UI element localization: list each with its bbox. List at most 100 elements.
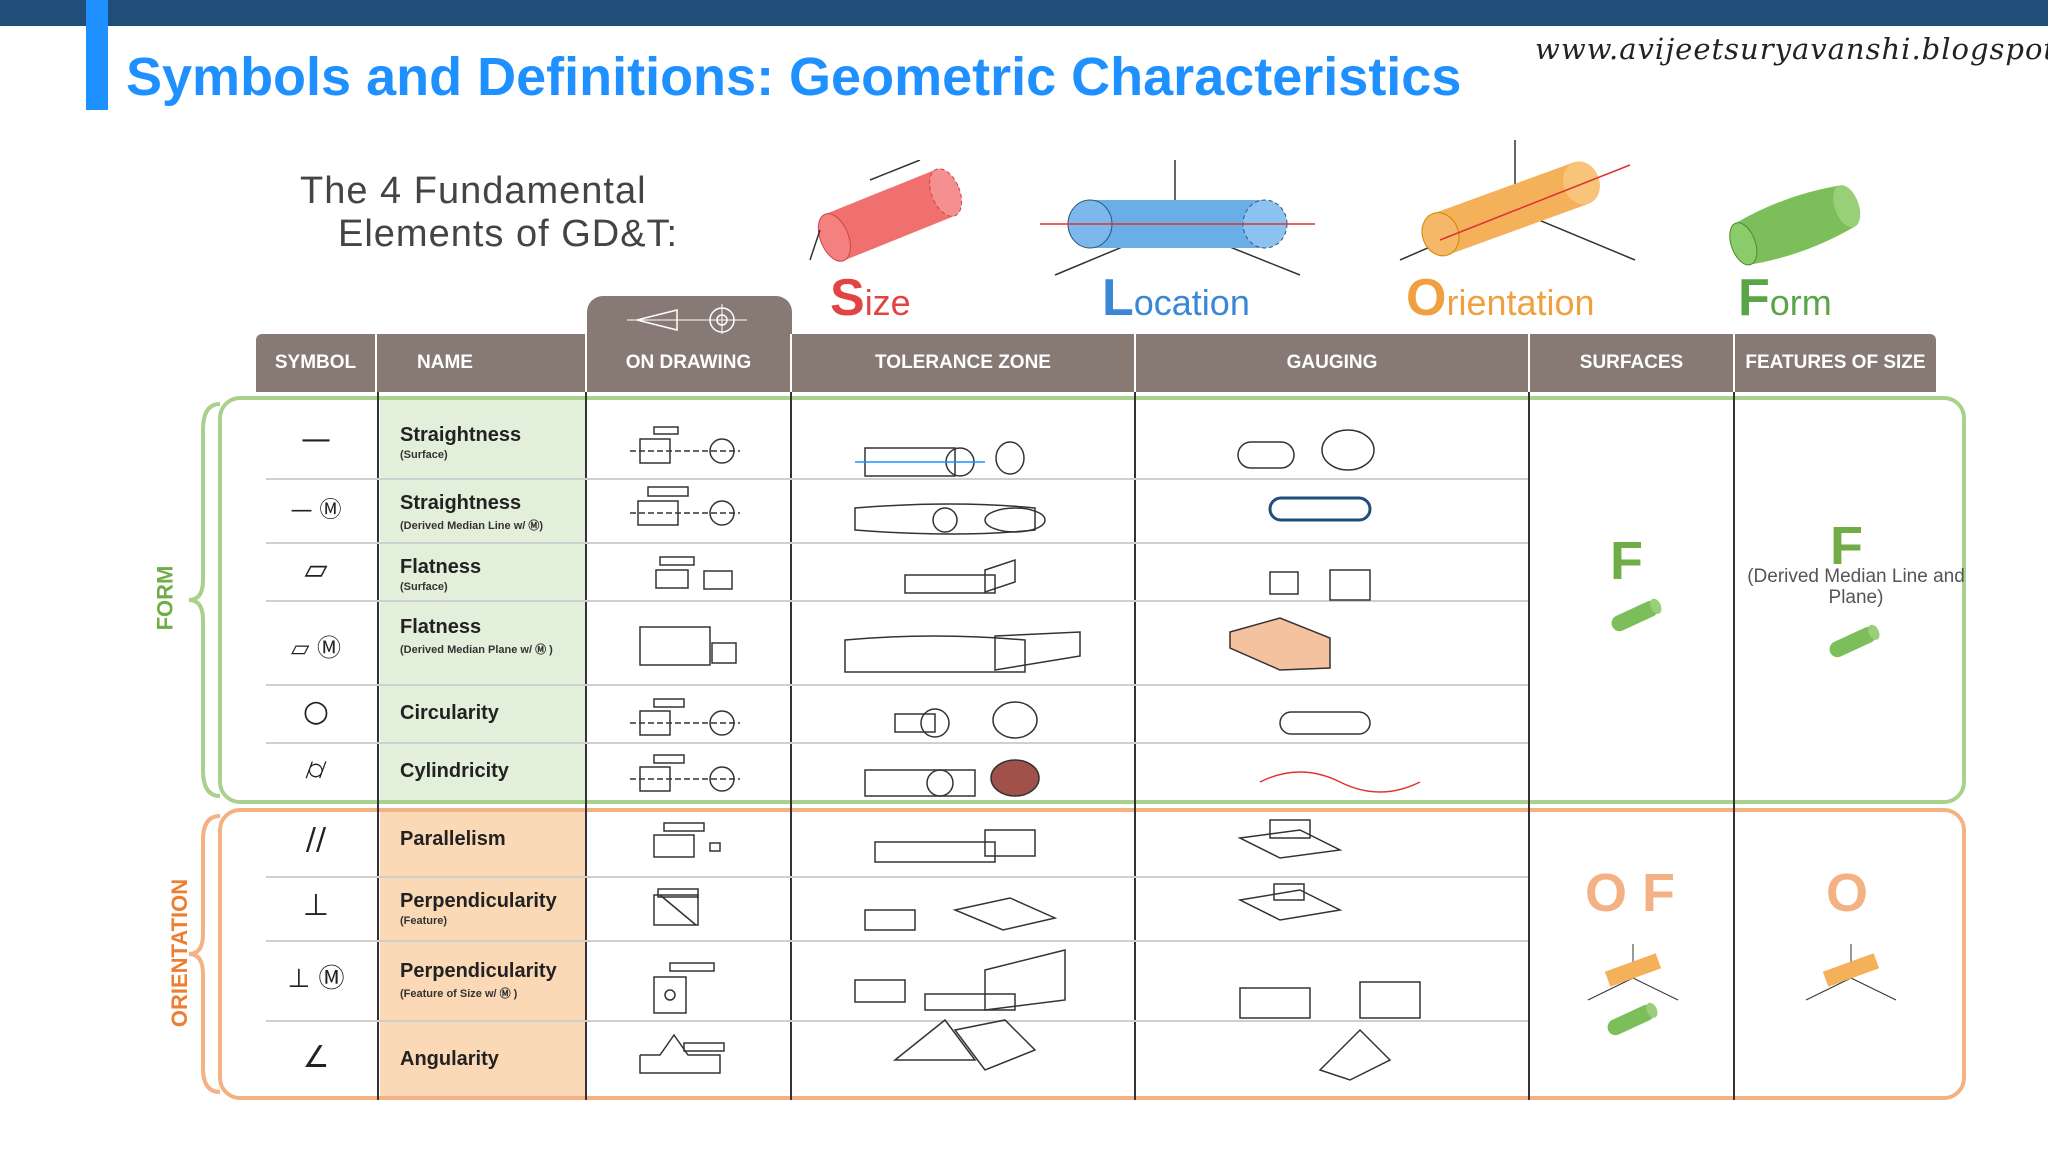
element-orientation-label: Orientation: [1406, 268, 1595, 328]
element-form-rest: orm: [1769, 282, 1832, 323]
fundamentals-line-1: The 4 Fundamental: [300, 170, 647, 212]
gauging-illustrations: [1229, 429, 1421, 1081]
form-surfaces-cylinder-icon: [1611, 598, 1662, 632]
row-7-name-text: Parallelism: [400, 828, 506, 850]
orientation-brace-icon: [188, 814, 221, 1094]
fundamentals-line-2: Elements of GD&T:: [338, 213, 679, 255]
row-divider: [266, 600, 1528, 602]
form-cylinder-illustration: [1729, 185, 1861, 266]
divider-name-drawing: [585, 392, 587, 1100]
orientation-features-axis-icon: [1805, 944, 1897, 1001]
row-7-symbol: //: [305, 822, 327, 857]
col-features-of-size: FEATURES OF SIZE: [1745, 352, 1926, 373]
element-form-initial: F: [1738, 269, 1770, 327]
row-6-symbol: ⌭: [305, 752, 327, 787]
blog-url: www.avijeetsuryavanshi.blogspot.com: [1535, 32, 2048, 66]
divider-gauging-surfaces: [1528, 392, 1530, 1100]
row-9-name-text: Perpendicularity: [400, 960, 557, 982]
form-surfaces-mark: F: [1610, 531, 1643, 591]
col-name: NAME: [377, 334, 587, 392]
row-8-name-text: Perpendicularity: [400, 890, 557, 912]
orientation-name-background: [380, 812, 585, 1096]
row-2-name-text: Straightness: [400, 492, 522, 514]
row-5-name: Circularity: [400, 702, 585, 727]
row-8-symbol: ⊥: [302, 888, 330, 923]
element-size-initial: S: [830, 269, 865, 327]
size-cylinder-illustration: [809, 160, 963, 262]
element-location-rest: ocation: [1133, 282, 1250, 323]
row-divider: [266, 742, 1528, 744]
divider-surfaces-features: [1733, 392, 1735, 1100]
row-4-name-text: Flatness: [400, 616, 482, 638]
fundamentals-heading: The 4 Fundamental Elements of GD&T:: [300, 170, 678, 256]
orientation-cylinder-illustration: [1399, 140, 1636, 261]
row-1-symbol: —: [301, 422, 331, 457]
orientation-section-border: [218, 808, 1966, 1100]
row-1-name-text: Straightness: [400, 424, 522, 446]
row-divider: [266, 876, 1528, 878]
row-1-name: Straightness (Surface): [400, 424, 585, 461]
divider-symbol-name: [377, 392, 379, 1100]
element-form-label: Form: [1738, 268, 1832, 328]
row-3-symbol: ▱: [304, 552, 328, 587]
col-surfaces: SURFACES: [1530, 334, 1735, 392]
row-9-sub-text: (Feature of Size w/ Ⓜ ): [400, 988, 518, 1000]
divider-tolerance-gauging: [1134, 392, 1136, 1100]
element-size-label: Size: [830, 268, 911, 328]
orientation-features-mark: O: [1826, 863, 1869, 923]
row-divider: [266, 684, 1528, 686]
row-8-sub-text: (Feature): [400, 915, 448, 927]
title-accent-bar: [86, 0, 108, 110]
row-5-name-text: Circularity: [400, 702, 499, 724]
row-10-name: Angularity: [400, 1048, 585, 1073]
row-10-name-text: Angularity: [400, 1048, 499, 1070]
top-bar: [0, 0, 2048, 26]
row-8-name: Perpendicularity (Feature): [400, 890, 585, 927]
row-2-symbol: — Ⓜ: [290, 498, 342, 523]
row-6-name-text: Cylindricity: [400, 760, 509, 782]
col-symbol: SYMBOL: [256, 334, 377, 392]
row-5-symbol: ○: [302, 694, 330, 729]
row-divider: [266, 542, 1528, 544]
row-divider: [266, 478, 1528, 480]
row-3-sub-text: (Surface): [400, 581, 448, 593]
row-3-name: Flatness (Surface): [400, 556, 585, 593]
category-form-label: FORM: [152, 565, 178, 631]
col-tolerance-zone: TOLERANCE ZONE: [792, 334, 1136, 392]
divider-drawing-tolerance: [790, 392, 792, 1100]
form-features-cylinder-icon: [1829, 624, 1880, 658]
orientation-surfaces-axis-icon: [1587, 944, 1679, 1001]
row-4-sub-text: (Derived Median Plane w/ Ⓜ ): [400, 644, 553, 656]
row-7-name: Parallelism: [400, 828, 585, 853]
element-location-initial: L: [1102, 269, 1134, 327]
row-divider: [266, 940, 1528, 942]
col-gauging: GAUGING: [1136, 334, 1530, 392]
tolerance-zone-illustrations: [844, 441, 1081, 1071]
row-1-sub-text: (Surface): [400, 449, 448, 461]
row-6-name: Cylindricity: [400, 760, 585, 785]
table-header: SYMBOL NAME ON DRAWING TOLERANCE ZONE GA…: [256, 334, 1936, 392]
on-drawing-illustrations: [630, 426, 740, 1074]
row-2-name: Straightness (Derived Median Line w/ Ⓜ): [400, 492, 585, 533]
row-divider: [266, 1020, 1528, 1022]
form-section-border: [218, 396, 1966, 804]
orientation-surfaces-cylinder-icon: [1607, 1002, 1658, 1036]
element-location-label: Location: [1102, 268, 1250, 328]
row-9-symbol: ⊥ Ⓜ: [287, 964, 345, 994]
row-2-sub-text: (Derived Median Line w/ Ⓜ): [400, 520, 544, 532]
form-features-note: (Derived Median Line and Plane): [1747, 566, 1965, 608]
projection-symbol-icon: [627, 304, 747, 336]
orientation-surfaces-mark: O F: [1585, 863, 1675, 923]
row-9-name: Perpendicularity (Feature of Size w/ Ⓜ ): [400, 960, 585, 1001]
location-cylinder-illustration: [1040, 160, 1315, 276]
row-4-name: Flatness (Derived Median Plane w/ Ⓜ ): [400, 616, 585, 657]
col-on-drawing: ON DRAWING: [587, 334, 792, 392]
element-size-rest: ize: [864, 282, 911, 323]
row-3-name-text: Flatness: [400, 556, 482, 578]
row-10-symbol: ∠: [302, 1040, 330, 1075]
page-title: Symbols and Definitions: Geometric Chara…: [126, 47, 1462, 107]
row-4-symbol: ▱ Ⓜ: [290, 634, 342, 662]
form-features-mark: F: [1830, 516, 1863, 576]
element-orientation-initial: O: [1406, 269, 1447, 327]
form-brace-icon: [188, 402, 221, 798]
